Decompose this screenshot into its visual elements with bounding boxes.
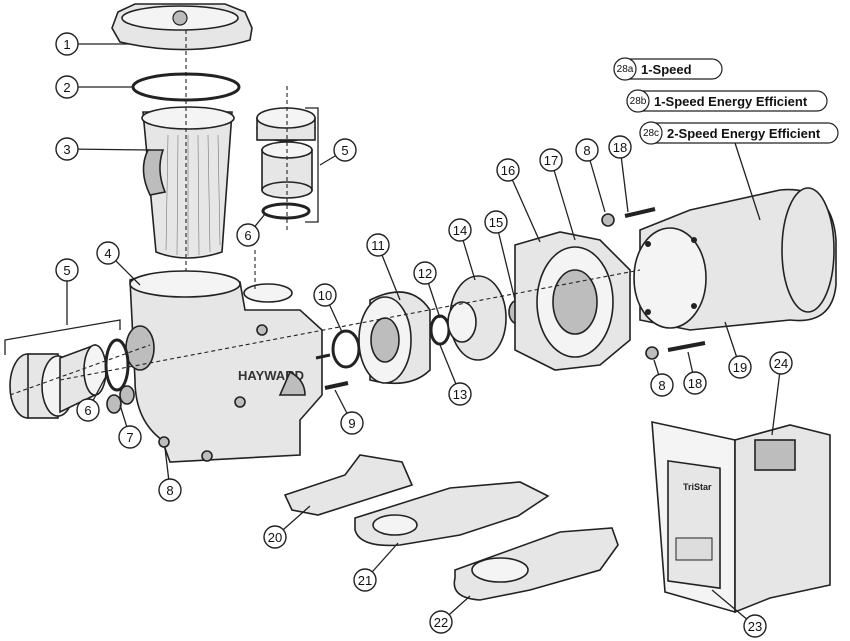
- motor-support: [283, 454, 414, 516]
- motor-option-28c: 28c 2-Speed Energy Efficient: [639, 121, 839, 145]
- motor-bolt-upper: [624, 207, 656, 218]
- callout-number: 15: [489, 215, 503, 230]
- callout-number: 18: [613, 140, 627, 155]
- callout-number: 13: [453, 387, 467, 402]
- callout-18: 18: [683, 371, 707, 395]
- union-fitting-upper: [256, 107, 316, 199]
- union-o-ring-upper: [261, 202, 311, 220]
- callout-number: 18: [688, 376, 702, 391]
- callout-17: 17: [539, 148, 563, 172]
- callout-16: 16: [496, 158, 520, 182]
- leader-line-17: [550, 159, 576, 241]
- callout-13: 13: [448, 382, 472, 406]
- callout-number: 16: [501, 163, 515, 178]
- callout-number: 20: [268, 530, 282, 545]
- callout-6: 6: [76, 398, 100, 422]
- leader-line-24: [771, 362, 782, 436]
- motor-option-label: 2-Speed Energy Efficient: [667, 126, 821, 141]
- callout-number: 8: [658, 378, 665, 393]
- leader-line-3: [66, 148, 151, 151]
- callout-6: 6: [236, 223, 260, 247]
- callout-2: 2: [55, 75, 79, 99]
- callout-number: 6: [84, 403, 91, 418]
- callout-number: 14: [453, 223, 467, 238]
- motor-option-code: 28b: [630, 96, 647, 107]
- callout-1: 1: [55, 32, 79, 56]
- callout-number: 21: [358, 573, 372, 588]
- motor-option-28a: 28a 1-Speed: [613, 57, 723, 81]
- callout-number: 12: [418, 266, 432, 281]
- callout-number: 5: [341, 143, 348, 158]
- motor-option-label: 1-Speed: [641, 62, 692, 77]
- callout-number: 11: [371, 238, 385, 253]
- housing-bolt: [324, 381, 349, 390]
- motor-option-label: 1-Speed Energy Efficient: [654, 94, 808, 109]
- pump-base-spacer: [354, 481, 550, 547]
- callout-8: 8: [575, 138, 599, 162]
- controller-brand-label: TriStar: [683, 482, 712, 492]
- callouts: 1234556678889101112131415161718181920212…: [55, 32, 793, 638]
- callout-number: 19: [733, 360, 747, 375]
- motor-option-code: 28a: [617, 64, 634, 75]
- diffuser-o-ring: [331, 329, 361, 369]
- callout-3: 3: [55, 137, 79, 161]
- leader-line-16: [507, 169, 541, 243]
- callout-19: 19: [728, 355, 752, 379]
- strainer-basket: [141, 106, 235, 259]
- diffuser: [358, 291, 431, 385]
- callout-18: 18: [608, 135, 632, 159]
- callout-15: 15: [484, 210, 508, 234]
- callout-11: 11: [366, 233, 390, 257]
- motor-option-leader: [734, 142, 761, 221]
- callout-number: 22: [434, 615, 448, 630]
- callout-number: 10: [318, 288, 332, 303]
- callout-21: 21: [353, 568, 377, 592]
- callout-7: 7: [118, 425, 142, 449]
- callout-number: 3: [63, 142, 70, 157]
- callout-number: 5: [63, 263, 70, 278]
- housing-plugs: [158, 324, 268, 462]
- pump-housing: HAYWARD: [125, 270, 323, 463]
- callout-number: 1: [63, 37, 70, 52]
- motor-option-code: 28c: [643, 128, 659, 139]
- callout-9: 9: [340, 411, 364, 435]
- callout-number: 17: [544, 153, 558, 168]
- callout-20: 20: [263, 525, 287, 549]
- motor-bolt-lower: [667, 341, 706, 352]
- leader-line-15: [495, 221, 516, 301]
- callout-12: 12: [413, 261, 437, 285]
- callout-5: 5: [55, 258, 79, 282]
- callout-5: 5: [333, 138, 357, 162]
- impeller: [447, 275, 507, 361]
- motor: [633, 187, 837, 331]
- callout-23: 23: [743, 614, 767, 638]
- callout-10: 10: [313, 283, 337, 307]
- impeller-ring: [429, 314, 451, 346]
- callout-number: 24: [774, 356, 788, 371]
- callout-number: 7: [126, 430, 133, 445]
- controller-box: TriStar: [651, 420, 831, 614]
- drain-plugs: [106, 385, 135, 414]
- callout-number: 8: [583, 143, 590, 158]
- strainer-cover: [111, 3, 253, 51]
- callout-24: 24: [769, 351, 793, 375]
- union-fitting-left: [9, 343, 107, 419]
- motor-option-28b: 28b 1-Speed Energy Efficient: [626, 89, 828, 113]
- union-o-ring-left: [104, 338, 130, 392]
- callout-number: 8: [166, 483, 173, 498]
- callout-14: 14: [448, 218, 472, 242]
- callout-8: 8: [158, 478, 182, 502]
- pump-base: [453, 527, 619, 601]
- callout-8: 8: [650, 373, 674, 397]
- callout-22: 22: [429, 610, 453, 634]
- seal-plate: [514, 231, 631, 371]
- callout-number: 6: [244, 228, 251, 243]
- callout-number: 23: [748, 619, 762, 634]
- callout-number: 9: [348, 416, 355, 431]
- callout-number: 2: [63, 80, 70, 95]
- motor-options: 28a 1-Speed 28b 1-Speed Energy Efficient 28c…: [613, 57, 839, 221]
- callout-4: 4: [96, 241, 120, 265]
- callout-number: 4: [104, 246, 111, 261]
